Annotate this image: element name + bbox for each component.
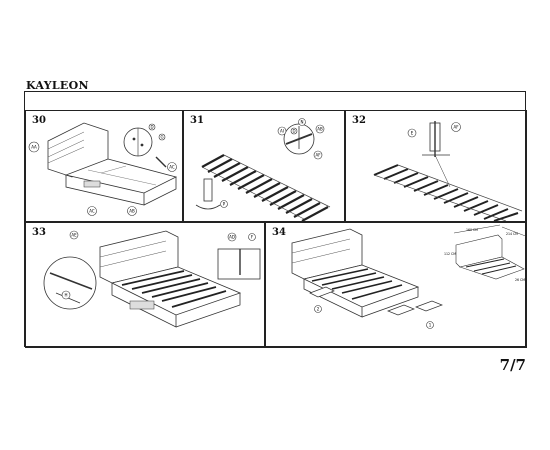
step-34-number: 34 (272, 227, 286, 238)
callout-ad: AD (229, 235, 235, 240)
step-34-panel: 34 (265, 222, 527, 348)
callout-p: P (223, 202, 226, 207)
callout-h: H (64, 293, 67, 298)
step-31-number: 31 (190, 115, 204, 126)
step-32-panel: 32 E AF (345, 110, 527, 222)
page-number: 7/7 (499, 356, 526, 374)
callout-1: 1 (429, 323, 432, 328)
callout-ac: AC (169, 165, 175, 170)
step-30-illustration: AA D G AC AB AC (28, 122, 178, 216)
dimension-height-head: 112 CM (444, 252, 456, 256)
step-32-illustration: E AF (373, 121, 523, 221)
callout-2: 2 (317, 307, 320, 312)
dimension-width: 160 CM (466, 228, 478, 232)
callout-d: D (292, 129, 295, 134)
step-33-illustration: AE H AD F (43, 230, 261, 328)
manual-title: KAYLEON (26, 79, 89, 92)
callout-f: F (251, 235, 254, 240)
step-31-illustration: N AI D AB AF P (195, 118, 331, 221)
callout-ab: AB (317, 127, 323, 132)
callout-ac-2: AC (89, 209, 95, 214)
callout-ai: AI (280, 129, 284, 134)
instruction-frame: 30 AA (24, 91, 527, 348)
callout-g: G (160, 135, 163, 140)
dimension-length: 214 CM (506, 232, 518, 236)
step-30-number: 30 (32, 115, 46, 126)
step-33-number: 33 (32, 227, 46, 238)
step-32-number: 32 (352, 115, 366, 126)
callout-e: E (411, 131, 414, 136)
callout-d: D (150, 125, 153, 130)
callout-n: N (301, 120, 304, 125)
step-33-panel: 33 (25, 222, 265, 348)
callout-aa: AA (31, 145, 37, 150)
callout-af: AF (453, 125, 459, 130)
dimension-height-side: 26 CM (515, 278, 525, 282)
callout-af: AF (315, 153, 321, 158)
step-34-illustration: 160 CM 214 CM 112 CM 26 CM 2 1 (291, 224, 526, 329)
callout-ab: AB (129, 209, 135, 214)
step-30-panel: 30 AA (25, 110, 183, 222)
step-31-panel: 31 (183, 110, 345, 222)
callout-ae: AE (71, 233, 77, 238)
